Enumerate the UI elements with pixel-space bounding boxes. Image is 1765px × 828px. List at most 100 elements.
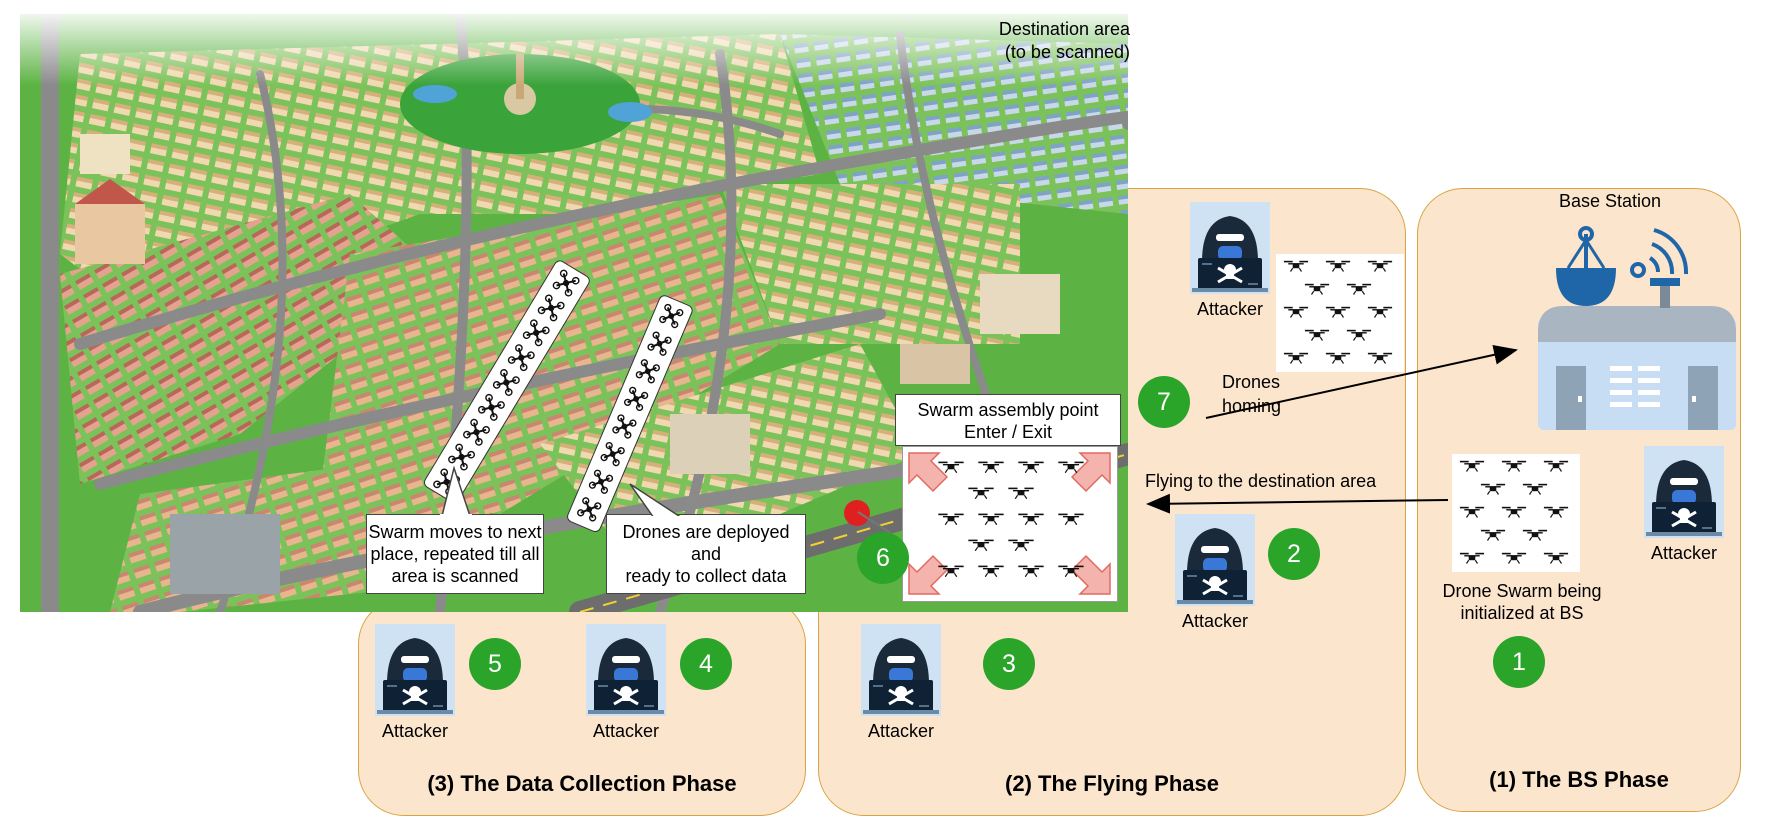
destination-area-label: Destination area (to be scanned) [950,18,1130,64]
attacker-flying-top: Attacker [1188,202,1272,320]
callout-swarm-moves-pointer [440,466,472,518]
attacker-label: Attacker [1650,543,1718,563]
phase-title-flying: (2) The Flying Phase [1005,771,1219,796]
drone-icon [1543,460,1569,472]
swarm-flying [1276,254,1404,372]
quad-drone-icon [647,331,672,356]
attacker-bs: Attacker [1642,446,1726,564]
drone-icon [1459,460,1485,472]
quad-drone-icon [522,319,550,347]
drone-icon [1367,260,1393,272]
quad-drone-icon [600,441,625,467]
drone-icon [1367,352,1393,364]
attacker-flying-bottom: Attacker [859,624,943,742]
flying-arrow-label: Flying to the destination area [1145,471,1377,491]
quad-drone-icon [659,303,684,329]
attacker-icon [859,624,943,721]
drone-icon [1018,513,1044,526]
drone-icon [938,513,964,526]
drone-icon [978,461,1004,474]
drone-icon [1008,487,1034,500]
drone-icon [1058,461,1084,474]
drone-icon [1501,552,1527,564]
homing-label: Drones homing [1222,370,1281,418]
quad-drone-icon [612,414,637,439]
drone-icon [1018,565,1044,578]
base-station-icon [1538,226,1736,430]
callout-deployed-pointer [629,483,685,520]
attacker-icon [373,624,457,721]
quad-drone-icon [635,359,660,384]
assembly-point-box [902,446,1118,602]
marker-connector [857,511,893,535]
quad-drone-icon [623,386,649,412]
callout-moves-line3: area is scanned [391,566,519,586]
drone-icon [1501,460,1527,472]
destination-label-line2: (to be scanned) [1004,42,1130,62]
callout-moves-line2: place, repeated till all [370,544,540,564]
attacker-label: Attacker [867,721,935,741]
quad-drone-icon [537,294,565,322]
drone-icon [1283,352,1309,364]
quad-drone-icon [588,469,614,494]
callout-swarm-moves: Swarm moves to next place, repeated till… [366,514,544,594]
drone-icon [1480,483,1506,495]
step-1-circle: 1 [1493,636,1545,688]
drone-icon [1346,329,1372,341]
drone-icon [1543,552,1569,564]
step-6-circle: 6 [857,532,909,584]
drone-icon [1325,352,1351,364]
drone-icon [1325,260,1351,272]
strip-drones-right [577,303,684,522]
drone-icon [978,565,1004,578]
step-2-circle: 2 [1268,528,1320,580]
callout-drones-deployed: Drones are deployed and ready to collect… [606,514,806,594]
drone-icon [1058,513,1084,526]
callout-moves-line1: Swarm moves to next [368,522,542,542]
arrow-homing [1205,344,1518,419]
drone-icon [1367,306,1393,318]
quad-drone-icon [448,443,476,471]
red-marker-dot [844,500,870,526]
drone-icon [968,487,994,500]
assembly-line1: Swarm assembly point [917,400,1099,420]
swarm-at-bs [1452,454,1580,572]
attacker-flying-mid: Attacker [1173,514,1257,632]
attacker-collection-5: Attacker [373,624,457,742]
drone-icon [938,565,964,578]
bs-init-line2: initialized at BS [1460,603,1584,623]
drone-icon [1522,529,1548,541]
swarm-strip-right [565,293,695,534]
strip-drones-left [433,269,580,496]
drone-icon [978,513,1004,526]
drone-icon [968,539,994,552]
swarm-at-bs-drones [1459,460,1569,564]
homing-line2: homing [1222,396,1282,416]
step-5-circle: 5 [469,638,521,690]
drone-icon [938,461,964,474]
attacker-collection-4: Attacker [584,624,668,742]
quad-drone-icon [552,269,580,297]
swarm-strip-left [421,258,593,506]
base-station-title: Base Station [1558,191,1662,211]
callout-deployed-line3: ready to collect data [625,566,787,586]
drone-icon [1543,506,1569,518]
attacker-icon [1188,202,1272,299]
drone-icon [1304,329,1330,341]
attacker-icon [1173,514,1257,611]
attacker-label: Attacker [1181,611,1249,631]
drone-icon [1501,506,1527,518]
phase-title-data-collection: (3) The Data Collection Phase [427,771,737,796]
callout-deployed-line1: Drones are deployed [622,522,790,542]
assembly-drones [938,461,1084,578]
attacker-label: Attacker [381,721,449,741]
phase-title-bs: (1) The BS Phase [1489,767,1669,792]
quad-drone-icon [463,418,490,446]
attacker-icon [584,624,668,721]
callout-deployed-line2: and [690,544,722,564]
step-4-circle: 4 [680,638,732,690]
quad-drone-icon [492,369,520,396]
attacker-label: Attacker [592,721,660,741]
drone-icon [1283,260,1309,272]
